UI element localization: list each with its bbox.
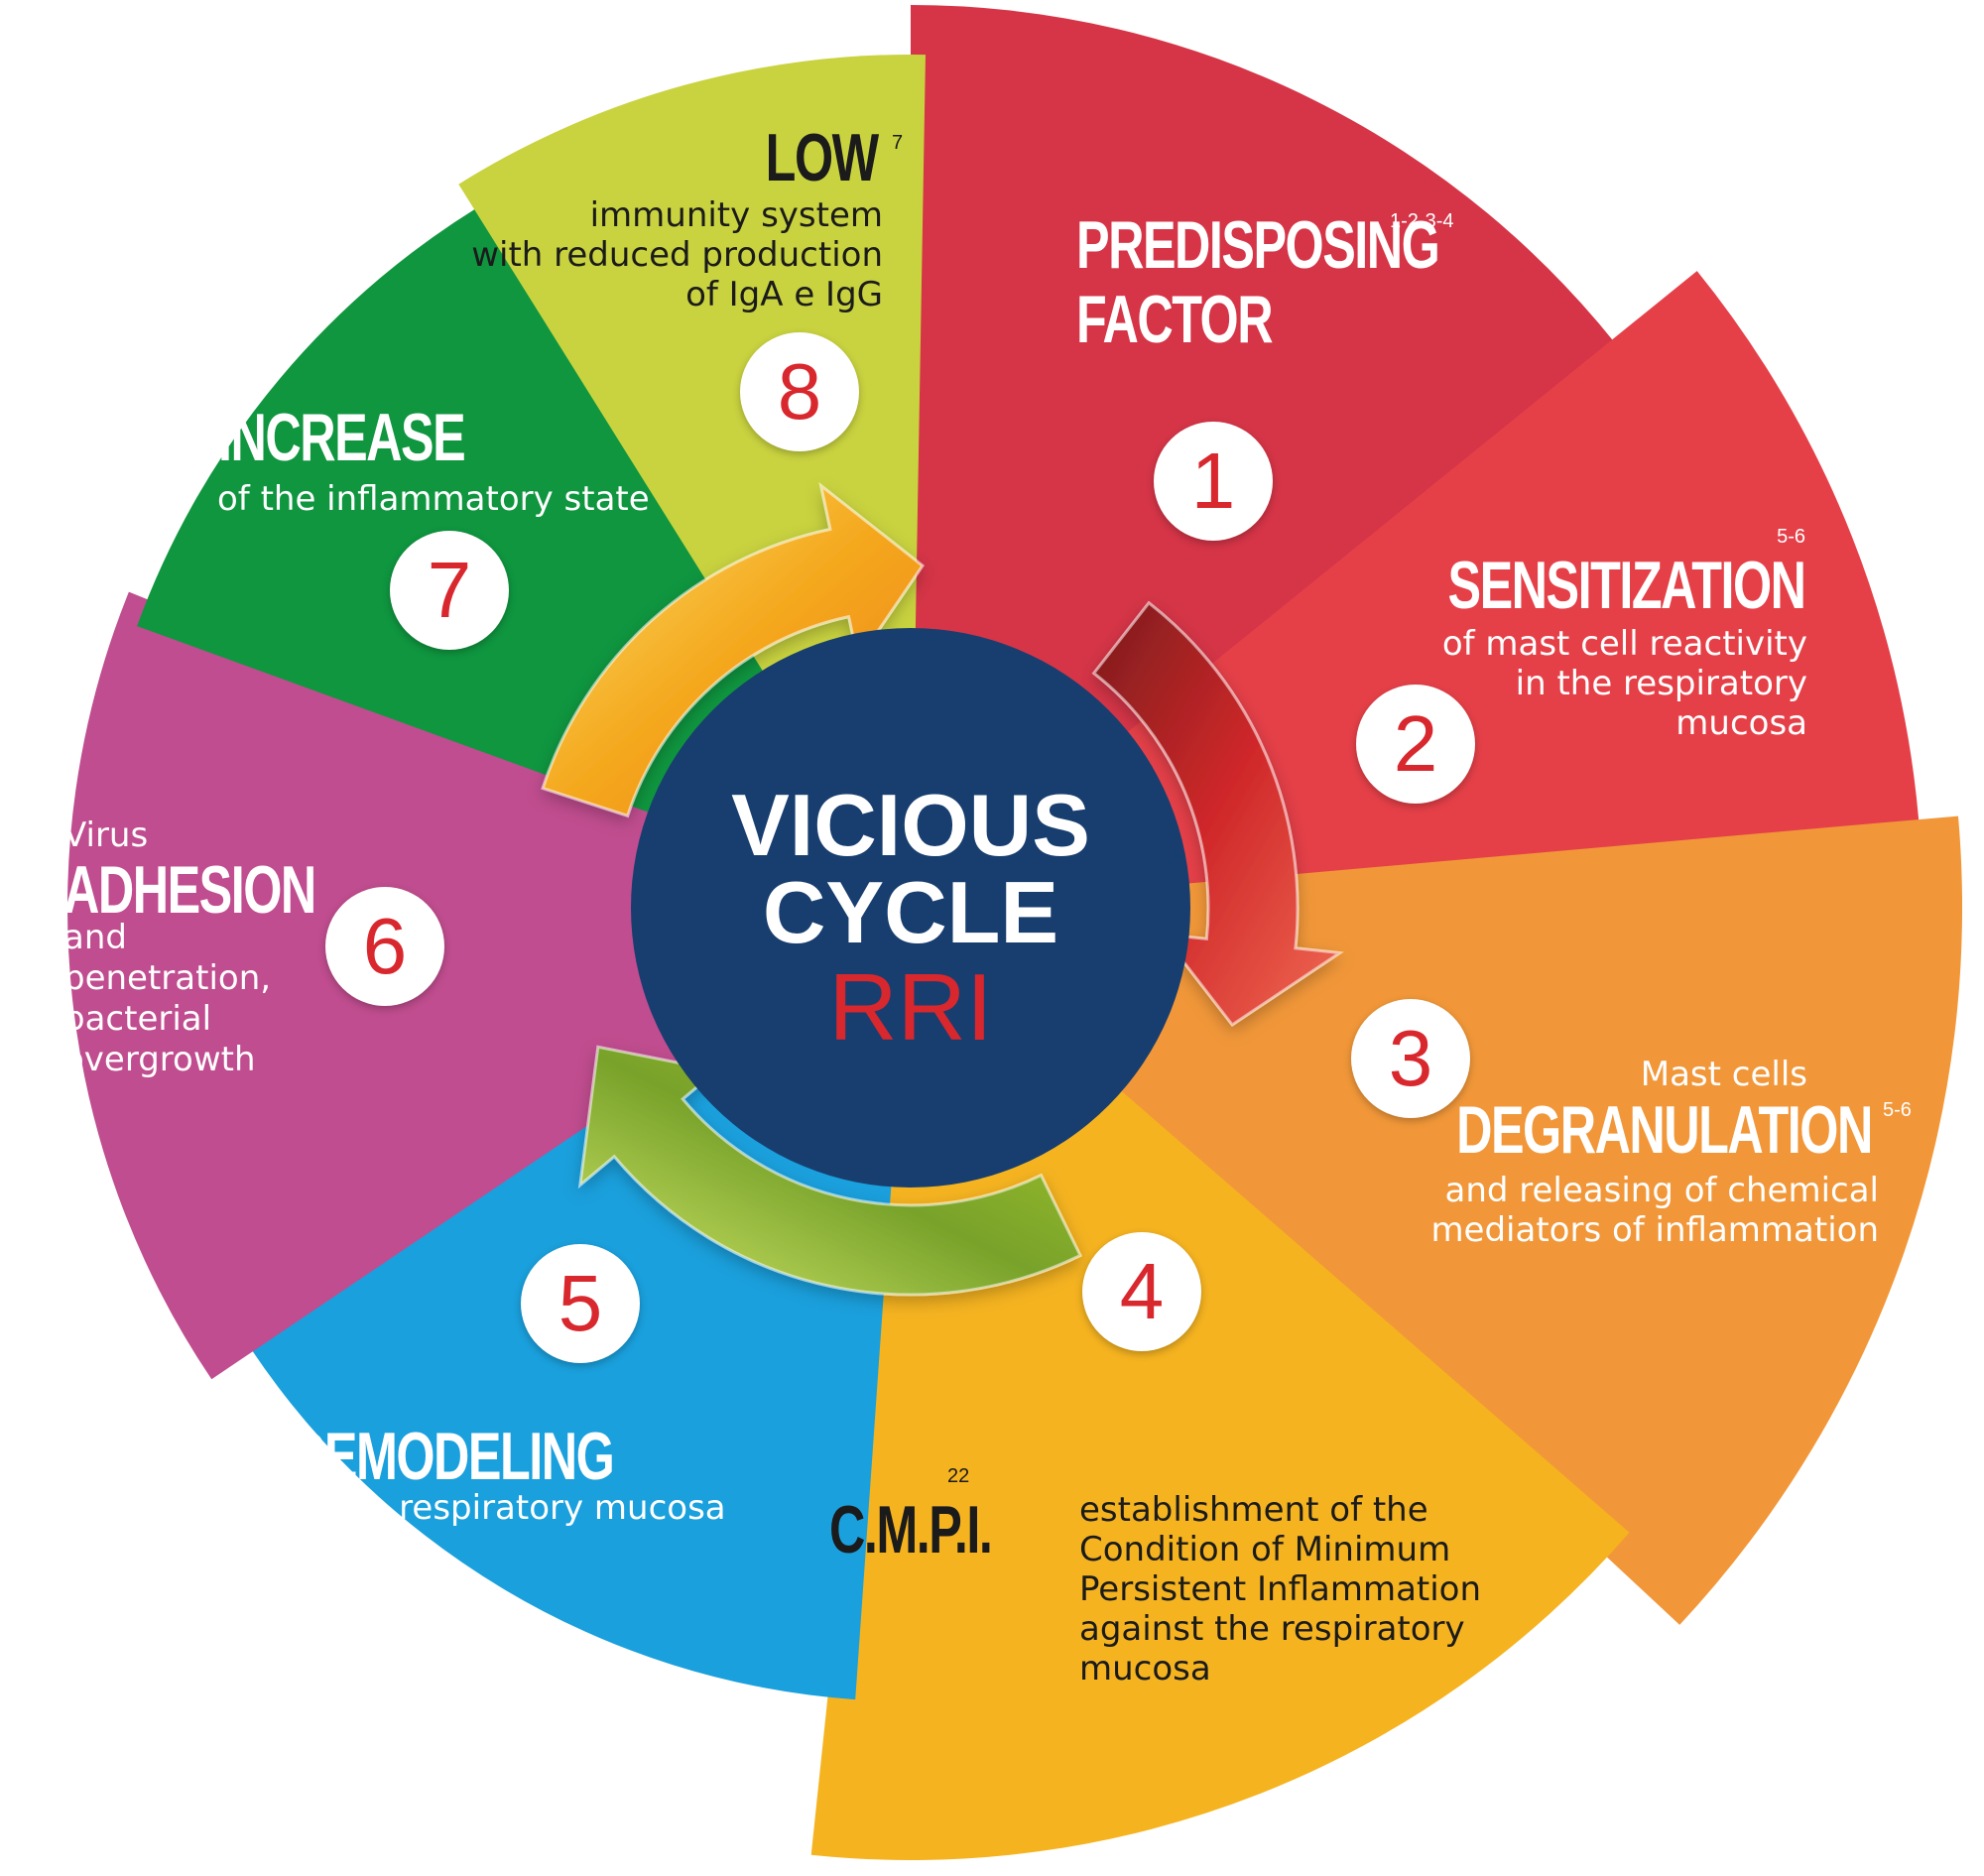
center-circle [631, 628, 1190, 1188]
step4-desc-line5: mucosa [1079, 1649, 1211, 1688]
step8-desc-line2: with reduced production [471, 235, 883, 275]
step3-title: DEGRANULATION [1456, 1092, 1873, 1168]
step6-title: ADHESION [63, 852, 316, 928]
step8-desc-line1: immunity system [589, 195, 883, 235]
step1-sector [911, 4, 1632, 908]
step6-number-badge: 6 [325, 887, 444, 1006]
step4-desc-line2: Condition of Minimum [1079, 1530, 1451, 1569]
step6-desc-line4: overgrowth [63, 1040, 256, 1079]
center-title-line3: RRI [828, 954, 993, 1061]
step5-title: REMODELING [290, 1419, 615, 1494]
step5-desc-line1: of the respiratory mucosa [290, 1488, 726, 1528]
step8-title: LOW [766, 120, 879, 195]
step4-desc-line1: establishment of the [1079, 1490, 1428, 1530]
step8-desc-line3: of IgA e IgG [685, 275, 883, 314]
step3-number-badge: 3 [1351, 999, 1470, 1118]
step8-number-badge: 8 [740, 332, 859, 451]
step4-reference: 22 [947, 1465, 970, 1487]
step6-desc-line2: penetration, [63, 958, 272, 998]
step2-desc-line2: in the respiratory [1515, 664, 1807, 703]
step7-number-badge: 7 [390, 531, 509, 650]
step6-desc-line1: and [63, 918, 127, 957]
step3-desc-line2: mediators of inflammation [1430, 1210, 1879, 1250]
step5-number-badge: 5 [521, 1244, 640, 1363]
step4-desc-line4: against the respiratory [1079, 1609, 1465, 1649]
step3-pre-label: Mast cells [1640, 1055, 1807, 1094]
step2-number-badge: 2 [1356, 685, 1475, 804]
step4-desc-line3: Persistent Inflammation [1079, 1569, 1482, 1609]
orange-cycle-arrow [541, 481, 926, 818]
step1-reference: 1-2-3-4 [1390, 210, 1454, 232]
step2-desc-line1: of mast cell reactivity [1441, 624, 1807, 664]
center-title-line2: CYCLE [762, 863, 1059, 961]
step6-sector [67, 591, 911, 1380]
step3-reference: 5-6 [1883, 1099, 1912, 1121]
step7-desc-line1: of the inflammatory state [217, 479, 650, 519]
center-title-line1: VICIOUS [731, 776, 1090, 874]
step6-desc-line3: bacterial [63, 999, 212, 1039]
step2-reference: 5-6 [1777, 526, 1805, 548]
step1-number-badge: 1 [1154, 422, 1273, 541]
green-cycle-arrow [577, 1045, 1083, 1297]
step7-title: INCREASE [218, 400, 466, 475]
step6-pre-label: Virus [63, 815, 149, 855]
step3-desc-line1: and releasing of chemical [1444, 1171, 1879, 1210]
step1-title2: FACTOR [1076, 282, 1274, 357]
step1-title: PREDISPOSING [1076, 207, 1440, 283]
step2-title: SENSITIZATION [1447, 548, 1807, 623]
step3-sector [911, 815, 1963, 1625]
step8-reference: 7 [892, 132, 904, 154]
step2-desc-line3: mucosa [1675, 703, 1807, 743]
step4-number-badge: 4 [1082, 1232, 1201, 1351]
step4-title: C.M.P.I. [829, 1492, 993, 1567]
red-cycle-arrow [1091, 600, 1344, 1028]
